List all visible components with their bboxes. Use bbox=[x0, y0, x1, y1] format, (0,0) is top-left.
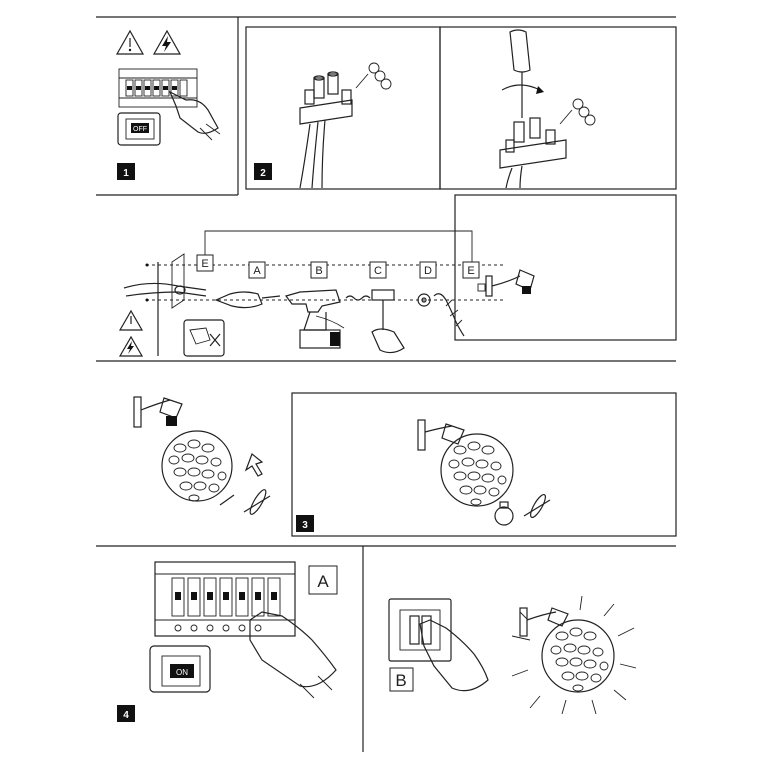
electric-hazard-icon bbox=[154, 31, 180, 54]
bulb-icon bbox=[495, 502, 513, 525]
screwdriver-icon bbox=[502, 30, 544, 118]
off-switch-label: OFF bbox=[133, 126, 147, 133]
breaker-panel-large-icon bbox=[155, 562, 295, 636]
tool-label-c: C bbox=[374, 265, 382, 277]
panel-4: A ON 4 B bbox=[117, 562, 636, 722]
nut-right-icon bbox=[524, 493, 550, 520]
wall-lamp-small-icon bbox=[486, 270, 534, 296]
tool-label-b: B bbox=[315, 265, 322, 277]
wall-switch-icon bbox=[389, 599, 451, 661]
light-rays-icon bbox=[512, 596, 636, 714]
glass-globe-icon bbox=[162, 431, 232, 501]
tool-label-e-right: E bbox=[467, 265, 474, 277]
terminal-block-icon bbox=[300, 72, 352, 188]
hammer-icon bbox=[372, 290, 404, 353]
wall-lamp-icon bbox=[134, 397, 182, 427]
main-switch-off: OFF bbox=[118, 113, 160, 145]
tool-label-e-left: E bbox=[201, 258, 208, 270]
terminal-block-right-icon bbox=[500, 118, 566, 188]
panel-2: 2 bbox=[246, 27, 676, 189]
warning-triangle-small-icon bbox=[120, 311, 142, 330]
on-switch-label: ON bbox=[176, 668, 188, 677]
tools-row: E A B C D E bbox=[120, 195, 676, 356]
wire-symbols-right-icon bbox=[560, 99, 595, 125]
panel-3: 3 bbox=[134, 393, 676, 536]
no-drill-cable-icon bbox=[184, 320, 224, 356]
panel-1: OFF 1 bbox=[117, 31, 220, 180]
step-number-3: 3 bbox=[302, 520, 308, 531]
label-a-box: A bbox=[317, 572, 329, 591]
breaker-panel-icon bbox=[119, 69, 197, 107]
hand-large-icon bbox=[250, 612, 336, 687]
nut-icon bbox=[244, 488, 270, 516]
main-switch-on: ON bbox=[150, 646, 210, 692]
wire-symbols-icon bbox=[356, 63, 391, 89]
glass-globe-assembled-icon bbox=[441, 434, 513, 506]
step-number-1: 1 bbox=[123, 168, 129, 179]
label-b-box: B bbox=[395, 671, 406, 690]
tool-label-d: D bbox=[424, 265, 432, 277]
lit-lamp-icon bbox=[512, 596, 636, 714]
step-number-2: 2 bbox=[260, 168, 266, 179]
tool-label-a: A bbox=[253, 265, 261, 277]
electric-hazard-small-icon bbox=[120, 337, 142, 356]
hand-switch-icon bbox=[420, 620, 488, 691]
wall-plug-icon bbox=[346, 296, 370, 300]
up-arrow-icon bbox=[246, 454, 262, 476]
warning-triangle-icon bbox=[117, 31, 143, 54]
section-dividers bbox=[96, 17, 676, 752]
assembled-lamp-icon bbox=[418, 420, 464, 450]
step-number-4: 4 bbox=[123, 710, 129, 721]
drill-icon bbox=[286, 290, 344, 348]
pliers-icon bbox=[124, 283, 206, 296]
